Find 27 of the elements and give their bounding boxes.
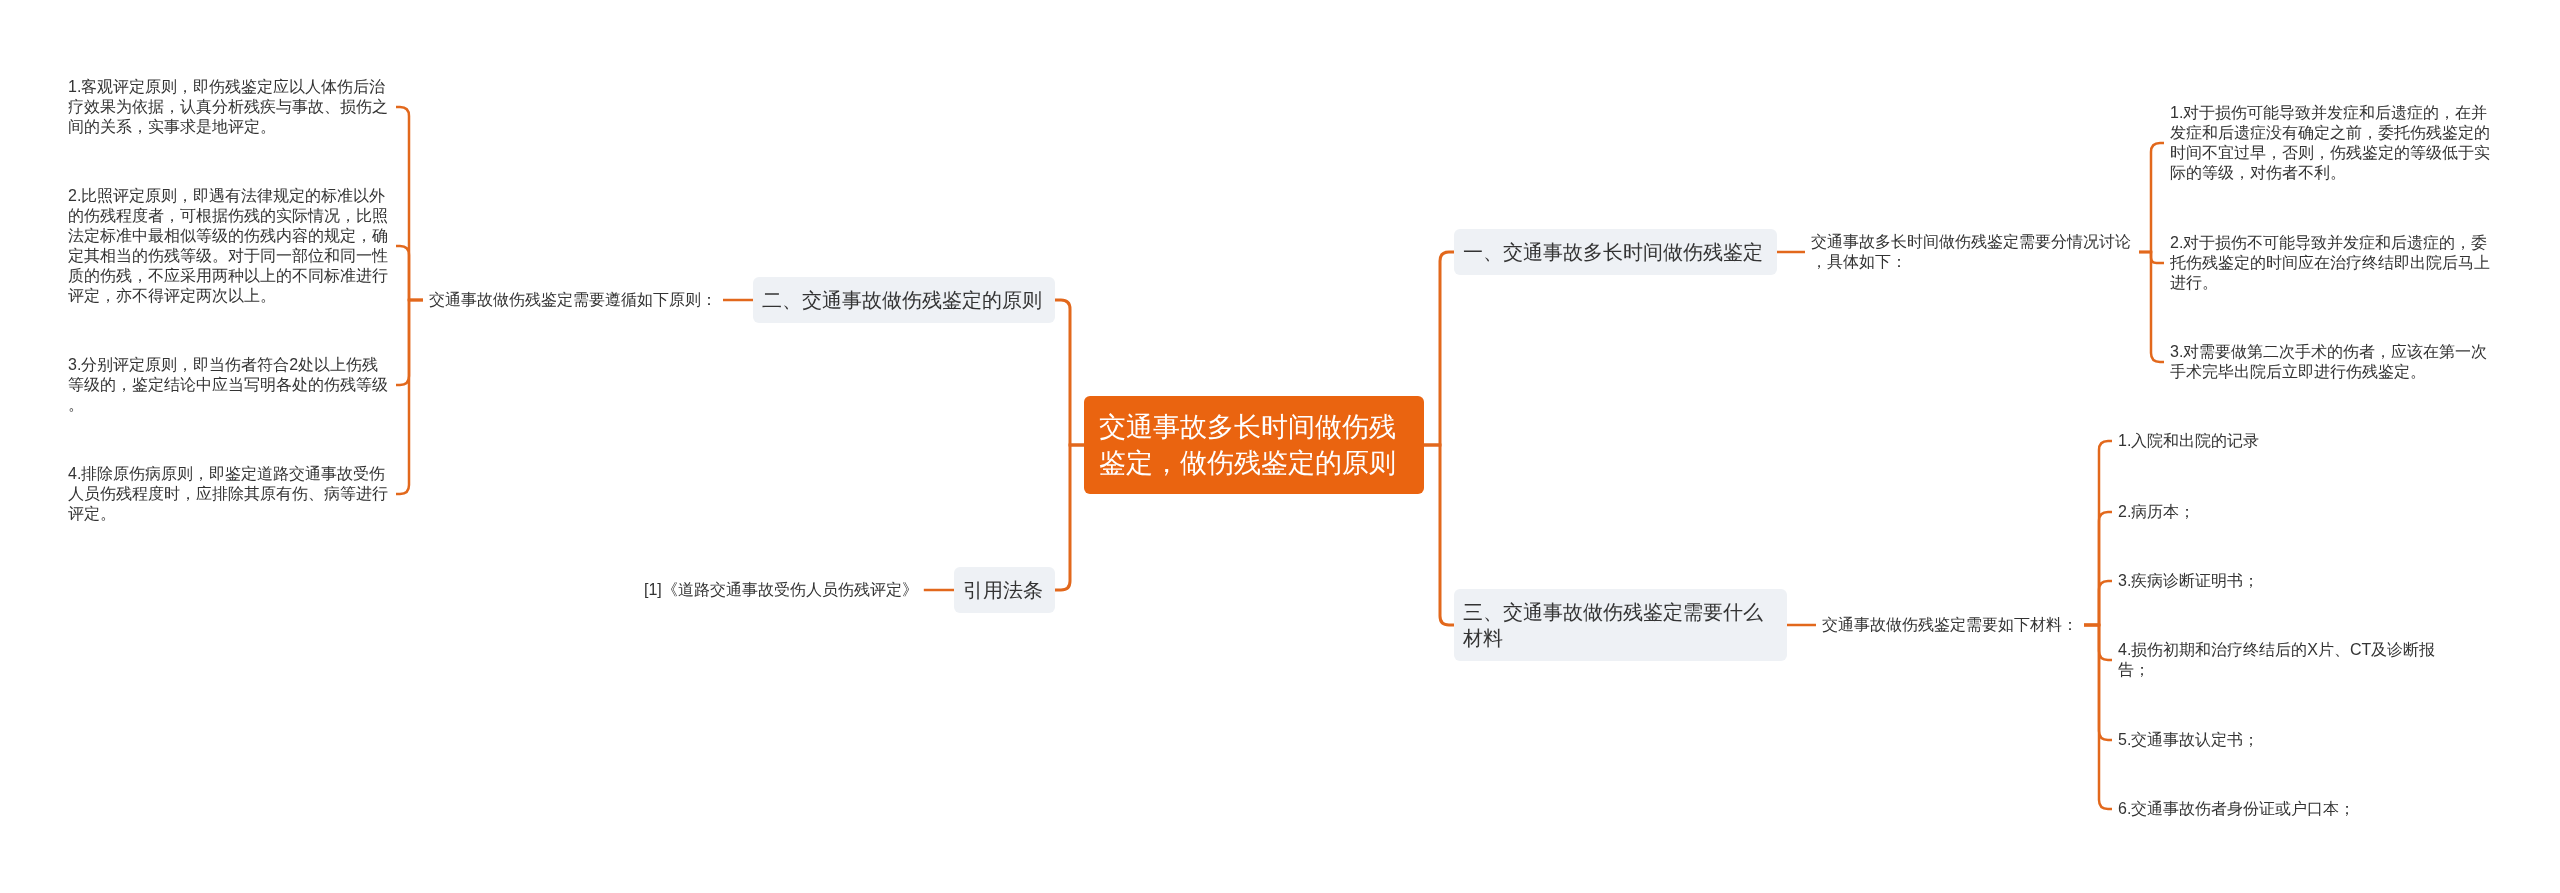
topic-text: 交通事故做伤残鉴定需要如下材料： [1816,611,2084,639]
topic-text: [1]《道路交通事故受伤人员伤残评定》 [638,576,924,604]
topic-text: 2.病历本； [2112,498,2202,526]
topic-text: 4.损伤初期和治疗终结后的X片、CT及诊断报告； [2112,636,2446,684]
topic-box: 二、交通事故做伤残鉴定的原则 [753,277,1055,323]
topic-text: 1.对于损伤可能导致并发症和后遗症的，在并发症和后遗症没有确定之前，委托伤残鉴定的时间不宜过早，否则，伤残鉴定的等级低于实际的等级，对伤者不利。 [2164,99,2498,187]
topic-text: 6.交通事故伤者身份证或户口本； [2112,795,2362,823]
topic-box: 三、交通事故做伤残鉴定需要什么材料 [1454,589,1787,661]
topic-text: 2.比照评定原则，即遇有法律规定的标准以外的伤残程度者，可根据伤残的实际情况，比照法定标准中最相似等级的伤残内容的规定，确定其相当的伤残等级。对于同一部位和同一性质的伤残，不应采用两种以上的不同标准进行评定，亦不得评定两次以上。 [62,182,396,310]
connector-line [923,588,954,592]
topic-text: 交通事故多长时间做伤残鉴定需要分情况讨论，具体如下： [1805,228,2139,276]
connector-line [1777,250,1805,254]
topic-text: 1.入院和出院的记录 [2112,427,2266,455]
topic-text: 2.对于损伤不可能导致并发症和后遗症的，委托伤残鉴定的时间应在治疗终结即出院后马上进行。 [2164,229,2498,297]
topic-text: 3.疾病诊断证明书； [2112,567,2266,595]
topic-text: 5.交通事故认定书； [2112,726,2266,754]
connector-line [1787,623,1816,627]
topic-text: 3.对需要做第二次手术的伤者，应该在第一次手术完毕出院后立即进行伤残鉴定。 [2164,338,2498,386]
connector-line [723,298,753,302]
topic-text: 4.排除原伤病原则，即鉴定道路交通事故受伤人员伤残程度时，应排除其原有伤、病等进行评定。 [62,460,396,528]
topic-text: 1.客观评定原则，即伤残鉴定应以人体伤后治疗效果为依据，认真分析残疾与事故、损伤之间的关系，实事求是地评定。 [62,73,396,141]
topic-text: 3.分别评定原则，即当伤者符合2处以上伤残等级的，鉴定结论中应当写明各处的伤残等级。 [62,351,396,419]
topic-text: 交通事故做伤残鉴定需要遵循如下原则： [423,286,723,314]
central-topic-box: 交通事故多长时间做伤残鉴定，做伤残鉴定的原则 [1084,396,1424,494]
topic-box: 引用法条 [954,567,1055,613]
topic-box: 一、交通事故多长时间做伤残鉴定 [1454,229,1777,275]
connector-line [1055,443,1084,592]
